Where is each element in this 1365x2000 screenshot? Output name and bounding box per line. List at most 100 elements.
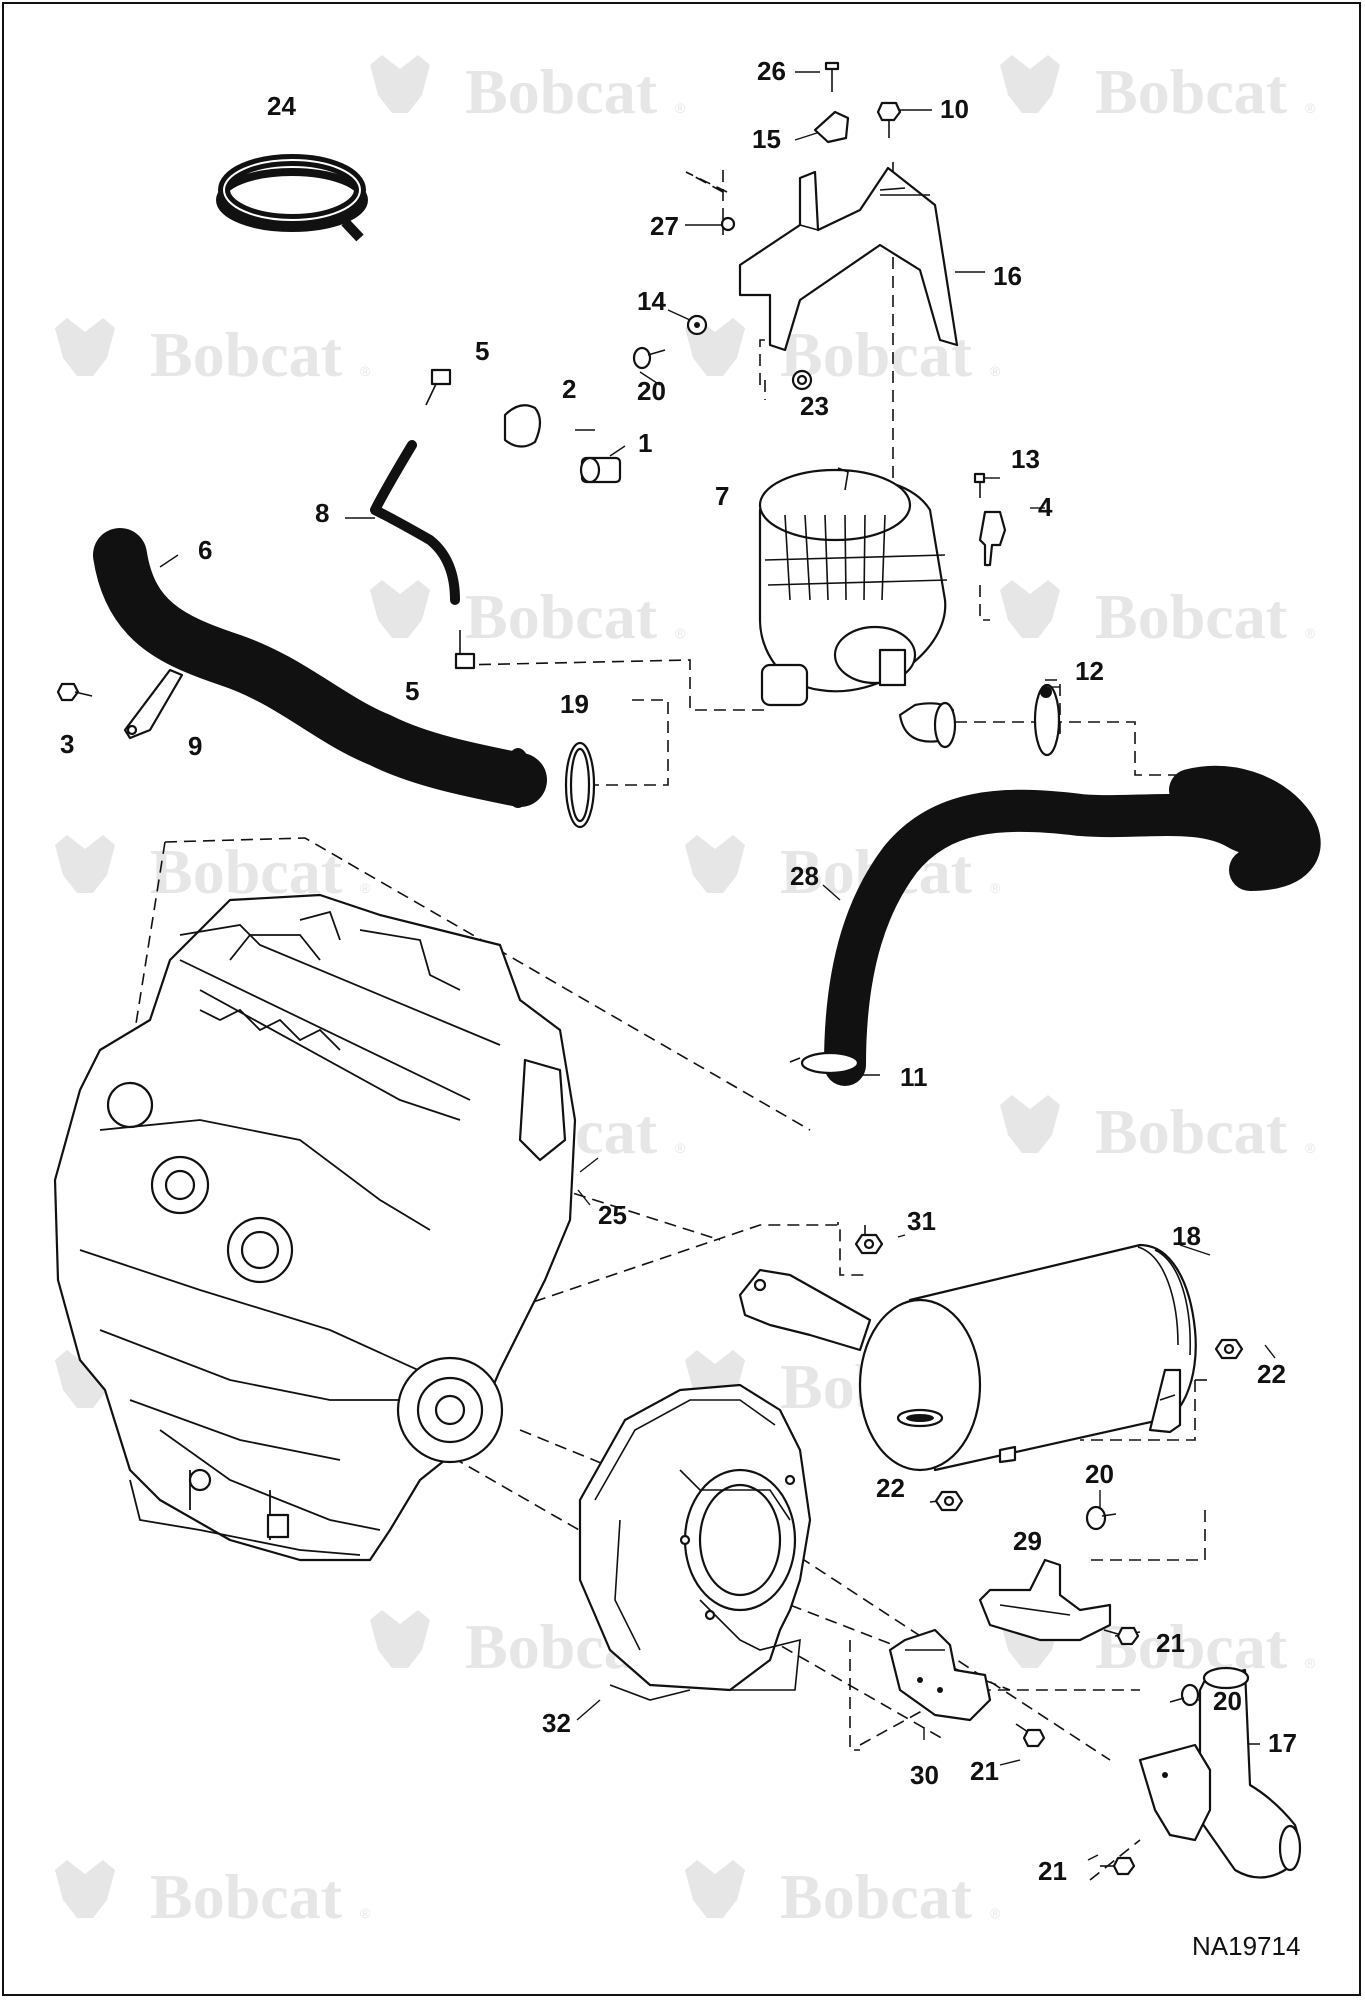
part-29-bracket (978, 1558, 1112, 1642)
callout-8: 8 (315, 498, 329, 528)
callout-30: 30 (910, 1760, 939, 1790)
svg-text:®: ® (1305, 100, 1316, 116)
callout-5-top: 5 (475, 336, 489, 366)
part-14-washer (686, 314, 708, 336)
watermark-1: Bobcat ® (370, 55, 686, 127)
part-16-bracket-shield (738, 166, 959, 352)
watermark-6: Bobcat ® (1000, 580, 1316, 652)
svg-text:®: ® (360, 363, 371, 379)
callout-21-mid: 21 (970, 1756, 999, 1786)
callout-11: 11 (900, 1062, 928, 1092)
part-20-bolt-lower (1169, 1683, 1200, 1707)
part-5-fitting-bottom (454, 630, 476, 670)
callout-26: 26 (757, 56, 786, 86)
part-8-small-hose (370, 440, 460, 605)
part-26-bolt (824, 61, 840, 92)
svg-text:Bobcat: Bobcat (780, 1861, 973, 1932)
callout-2: 2 (562, 374, 576, 404)
part-30-bracket (888, 1628, 992, 1722)
callout-21-bottom: 21 (1038, 1856, 1067, 1886)
part-18-muffler (738, 1243, 1197, 1472)
svg-text:Bobcat: Bobcat (1095, 581, 1288, 652)
part-7-air-cleaner (758, 467, 957, 749)
callout-labels: 26 10 15 27 16 14 20 23 5 2 1 7 13 4 8 6… (60, 56, 1297, 1886)
callout-14: 14 (637, 286, 666, 316)
watermark-8: Bobcat ® (685, 835, 1001, 907)
callout-19: 19 (560, 689, 589, 719)
watermark-16: Bobcat ® (685, 1860, 1001, 1932)
callout-16: 16 (993, 261, 1022, 291)
watermark-15: Bobcat ® (55, 1860, 371, 1932)
svg-text:Bobcat: Bobcat (465, 581, 658, 652)
part-11-clamp (789, 1051, 860, 1075)
part-24-tubing-coil (216, 154, 368, 242)
part-5-fitting-top (425, 368, 452, 406)
svg-text:®: ® (360, 880, 371, 896)
part-17-tailpipe (1138, 1666, 1302, 1879)
svg-text:®: ® (990, 1905, 1001, 1921)
svg-text:®: ® (990, 880, 1001, 896)
callout-25: 25 (598, 1200, 627, 1230)
part-20-bolt-top (632, 346, 666, 370)
callout-24: 24 (267, 91, 296, 121)
svg-text:®: ® (360, 1905, 371, 1921)
part-10-bolt (876, 101, 902, 138)
svg-text:®: ® (990, 363, 1001, 379)
callout-32: 32 (542, 1708, 571, 1738)
callout-31: 31 (907, 1206, 936, 1236)
part-23-nut (791, 369, 813, 391)
callout-7: 7 (715, 481, 729, 511)
svg-text:®: ® (1305, 1140, 1316, 1156)
part-22-nut-left (934, 1490, 964, 1512)
svg-text:®: ® (1305, 625, 1316, 641)
part-6-large-hose (93, 528, 547, 808)
watermark-2: Bobcat ® (1000, 55, 1316, 127)
part-20-bolt-mid (1085, 1505, 1117, 1531)
callout-17: 17 (1268, 1728, 1297, 1758)
part-28-large-hose (824, 765, 1321, 1086)
svg-text:®: ® (675, 1140, 686, 1156)
callout-6: 6 (198, 535, 212, 565)
part-15-clip (813, 110, 850, 144)
part-22-nut-right (1214, 1338, 1244, 1360)
callout-22-left: 22 (876, 1473, 905, 1503)
callout-29: 29 (1013, 1526, 1042, 1556)
callout-20-lower: 20 (1213, 1686, 1242, 1716)
part-1-sensor (579, 456, 622, 484)
part-27-nut (720, 216, 736, 232)
part-19-clamp (564, 741, 596, 829)
part-3-bolt (56, 682, 93, 702)
callout-27: 27 (650, 211, 679, 241)
callout-15: 15 (752, 124, 781, 154)
watermark-5: Bobcat ® (370, 580, 686, 652)
callout-3: 3 (60, 729, 74, 759)
part-31-nut (854, 1233, 884, 1255)
svg-text:®: ® (1305, 1655, 1316, 1671)
callout-28: 28 (790, 861, 819, 891)
part-9-plate (123, 668, 184, 740)
callout-13: 13 (1011, 444, 1040, 474)
callout-22-right: 22 (1257, 1359, 1286, 1389)
watermark-3: Bobcat ® (55, 318, 371, 390)
part-21-bolt-b (1015, 1723, 1046, 1748)
svg-text:Bobcat: Bobcat (1095, 1611, 1288, 1682)
callout-18: 18 (1172, 1221, 1201, 1251)
callout-21-upper: 21 (1156, 1628, 1185, 1658)
part-21-bolt-a (1103, 1626, 1140, 1646)
figure-id: NA19714 (1192, 1931, 1300, 1961)
svg-text:Bobcat: Bobcat (1095, 1096, 1288, 1167)
svg-text:Bobcat: Bobcat (1095, 56, 1288, 127)
part-13-screw (973, 472, 986, 498)
part-12-clamp (1033, 683, 1061, 757)
callout-5-bottom: 5 (405, 676, 419, 706)
svg-text:Bobcat: Bobcat (465, 56, 658, 127)
part-2-clamp (503, 404, 542, 448)
callout-10: 10 (940, 94, 969, 124)
part-32-flywheel-housing (578, 1383, 812, 1701)
svg-text:Bobcat: Bobcat (150, 1861, 343, 1932)
callout-4: 4 (1038, 492, 1053, 522)
svg-text:®: ® (675, 100, 686, 116)
callout-20-mid: 20 (1085, 1459, 1114, 1489)
part-25-engine (53, 893, 577, 1562)
